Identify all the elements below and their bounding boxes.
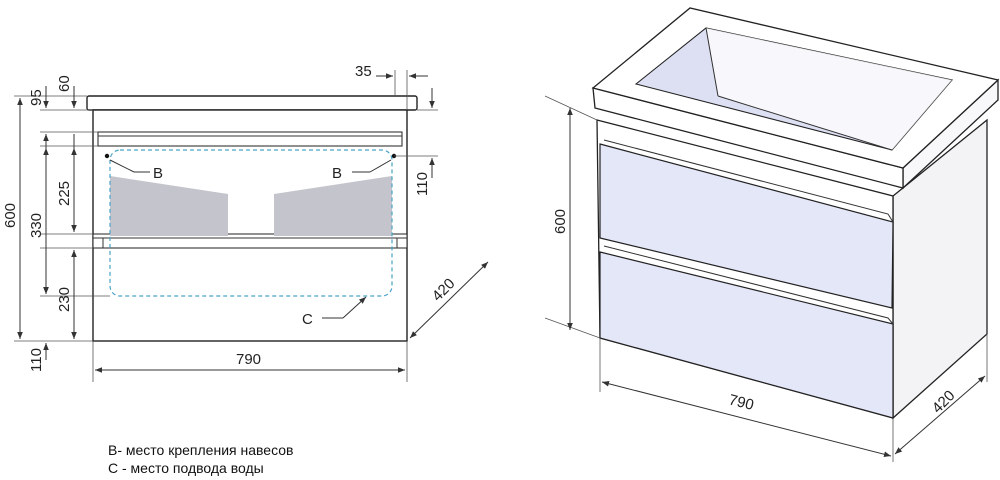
dim-790-front: 790 — [236, 351, 261, 368]
mount-point-left — [104, 153, 110, 159]
dim-35: 35 — [355, 63, 372, 80]
gray-silhouette-right — [274, 176, 392, 236]
dim-790-iso: 790 — [727, 391, 755, 414]
dim-230: 230 — [56, 287, 73, 312]
legend: B- место крепления навесов С - место под… — [108, 442, 293, 476]
legend-line-c: С - место подвода воды — [108, 460, 264, 476]
iso-view: 600 790 420 — [544, 7, 1000, 462]
sink-top — [86, 95, 418, 111]
iso-drawer-upper — [599, 143, 894, 309]
mark-b-left: B — [153, 165, 163, 182]
dim-60: 60 — [56, 75, 73, 92]
dim-600-iso: 600 — [552, 209, 569, 234]
dim-420-iso: 420 — [929, 387, 959, 417]
legend-line-b: B- место крепления навесов — [108, 442, 293, 458]
dim-420-front: 420 — [429, 275, 459, 305]
mark-c: C — [302, 311, 313, 328]
dim-600-front: 600 — [2, 203, 19, 228]
dim-95: 95 — [28, 89, 45, 106]
dim-225: 225 — [56, 181, 73, 206]
mark-b-right: B — [332, 165, 342, 182]
water-zone-outline — [109, 149, 393, 297]
upper-handle-strip — [97, 131, 403, 147]
middle-divider — [92, 233, 408, 249]
dim-330: 330 — [28, 213, 45, 238]
dim-110-right: 110 — [414, 172, 431, 196]
front-view: B B C 600 95 60 330 225 230 — [2, 63, 489, 382]
gray-silhouette-left — [110, 176, 228, 236]
dim-110-left: 110 — [28, 348, 45, 372]
